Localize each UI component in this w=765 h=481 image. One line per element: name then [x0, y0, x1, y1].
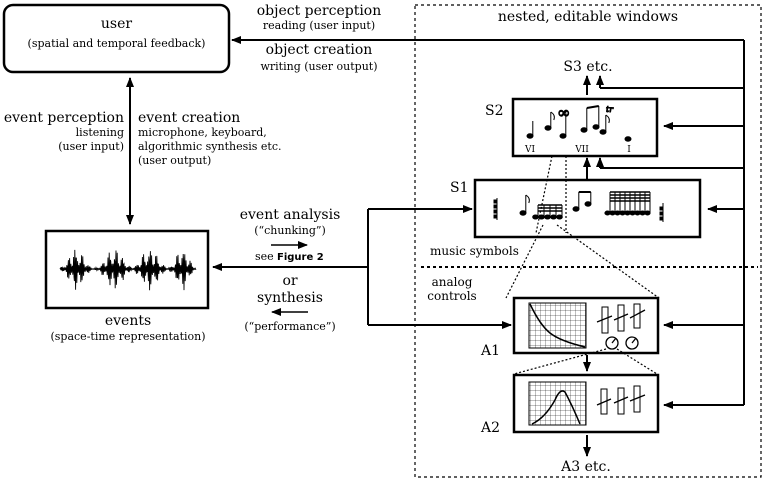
event-perception-title: event perception — [4, 110, 124, 126]
a2-label: A2 — [480, 420, 500, 436]
a1-label: A1 — [480, 343, 500, 359]
see-prefix: see — [255, 250, 274, 263]
a1-sliders — [596, 303, 646, 334]
s2-notes: ∞ tr — [526, 103, 632, 142]
a1-envelope-curve — [529, 303, 586, 348]
zoom-line-s2-s1-a — [535, 155, 553, 234]
event-creation-title: event creation — [138, 110, 240, 126]
event-analysis-title: event analysis — [240, 207, 341, 223]
user-box: user (spatial and temporal feedback) — [2, 3, 231, 74]
event-creation-line3: (user output) — [138, 154, 211, 167]
s1-notes — [493, 191, 664, 222]
events-subtitle: (space-time representation) — [50, 330, 205, 343]
s1-window — [473, 178, 702, 239]
nested-windows-region — [414, 4, 762, 478]
s1-label: S1 — [450, 180, 469, 196]
nested-windows-title: nested, editable windows — [498, 9, 678, 25]
s2-window: ∞ tr VI VII I — [511, 97, 659, 158]
s2-numeral-0: VI — [524, 145, 535, 155]
zoom-line-s1-a1-b — [556, 224, 660, 299]
s2-numeral-2: I — [627, 145, 631, 155]
object-perception-title: object perception — [257, 3, 382, 19]
analog-controls-line2: controls — [427, 289, 476, 303]
events-box — [44, 229, 210, 310]
trill-mark: tr — [606, 105, 614, 114]
a1-envelope-grid — [528, 302, 587, 349]
synthesis-sub: (“performance”) — [244, 320, 335, 333]
events-title: events — [105, 313, 151, 329]
object-creation-sub: writing (user output) — [260, 60, 377, 73]
a2-window — [512, 373, 660, 434]
a2-sliders — [596, 385, 646, 415]
user-title: user — [101, 16, 132, 32]
or-label: or — [282, 273, 297, 289]
object-creation-title: object creation — [266, 42, 373, 58]
event-perception-line2: (user input) — [58, 140, 124, 153]
synthesis-title: synthesis — [257, 290, 323, 306]
object-perception-sub: reading (user input) — [263, 19, 375, 32]
s3-label: S3 etc. — [563, 59, 612, 75]
waveform — [59, 249, 197, 291]
a1-window — [512, 296, 660, 355]
event-creation-line1: microphone, keyboard, — [138, 126, 267, 139]
user-subtitle: (spatial and temporal feedback) — [28, 37, 206, 50]
event-analysis-sub: (“chunking”) — [254, 224, 326, 237]
a2-envelope-grid — [528, 381, 587, 426]
a2-envelope-curve — [531, 390, 581, 425]
analog-controls-line1: analog — [432, 275, 473, 289]
event-perception-line1: listening — [76, 126, 124, 139]
zoom-line-s1-a1-a — [505, 224, 544, 299]
trill-infinity: ∞ — [557, 103, 570, 122]
s2-label: S2 — [485, 103, 504, 119]
s2-numeral-1: VII — [574, 145, 589, 155]
a3-label: A3 etc. — [560, 459, 611, 475]
event-creation-line2: algorithmic synthesis etc. — [138, 140, 281, 153]
see-figure-ref: Figure 2 — [277, 252, 324, 263]
music-symbols-label: music symbols — [430, 244, 519, 258]
